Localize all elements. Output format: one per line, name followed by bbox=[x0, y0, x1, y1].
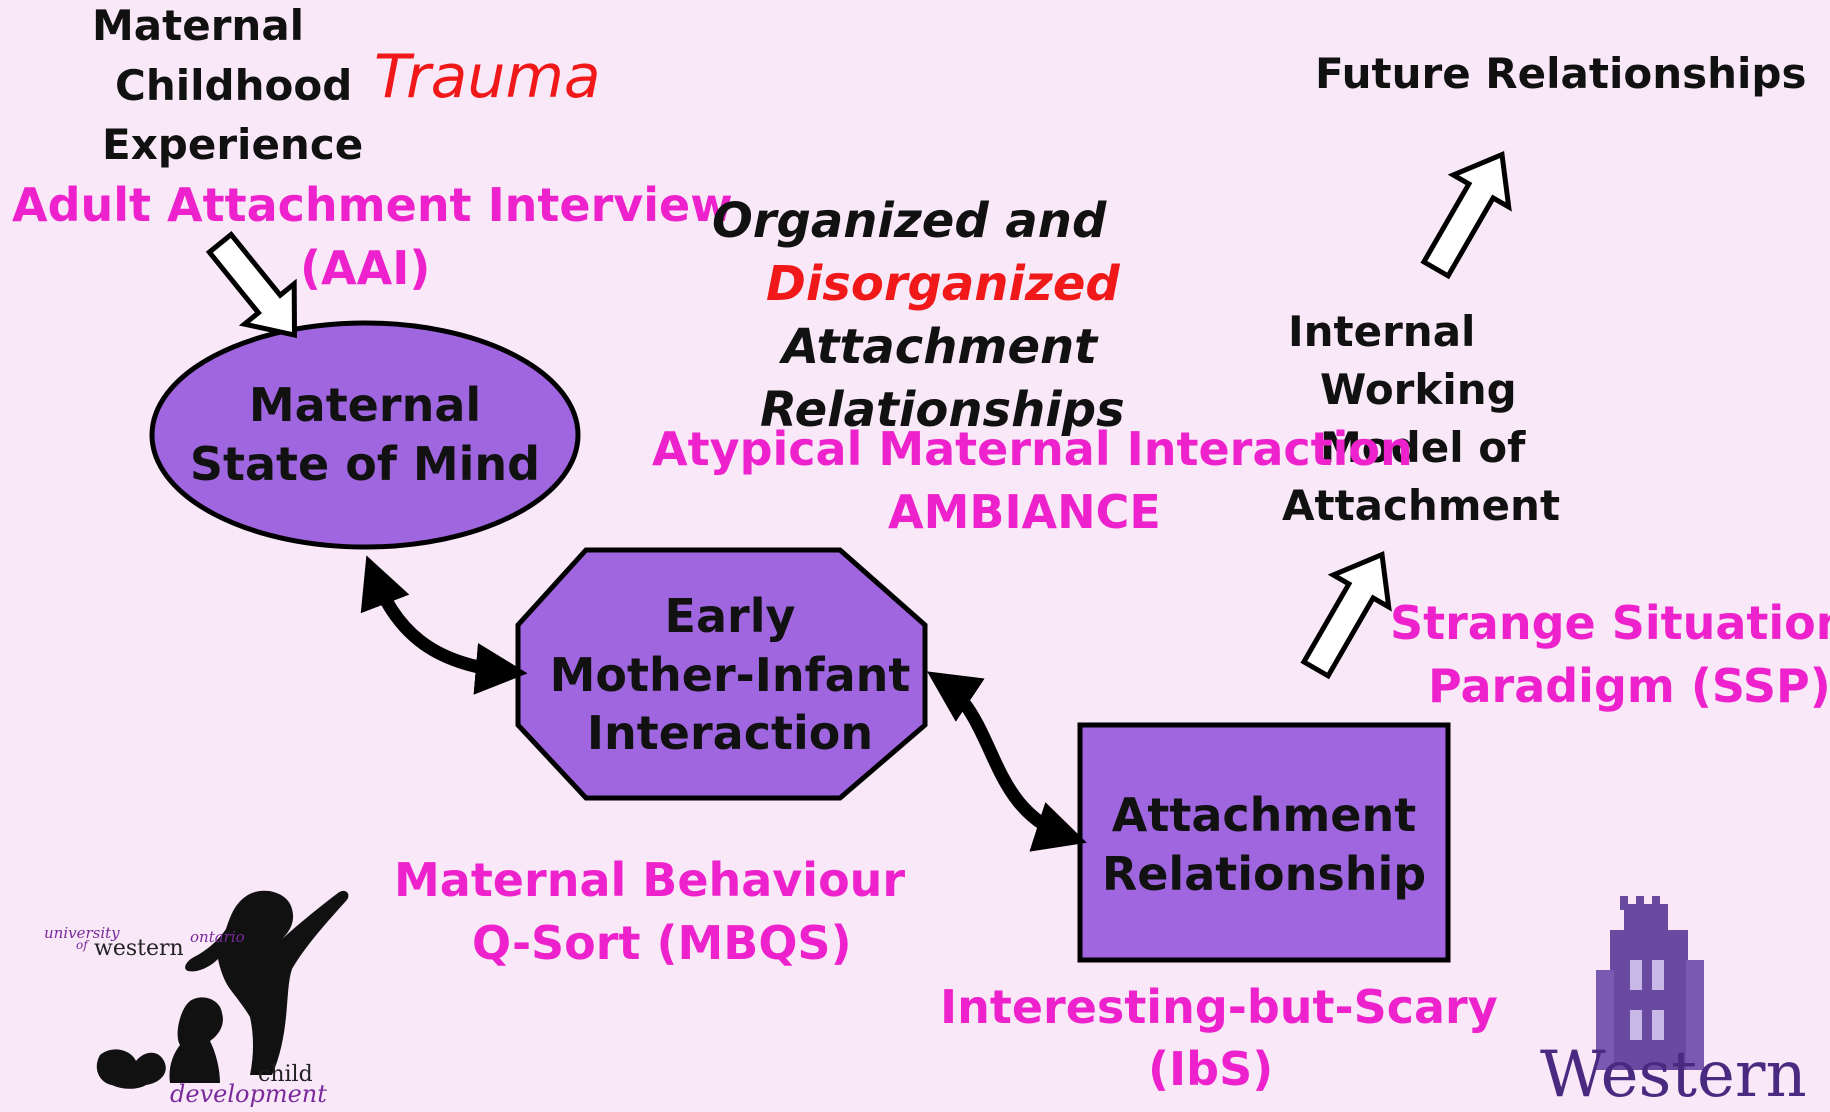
experience-arrow bbox=[205, 231, 298, 339]
ibs-line-2: (IbS) bbox=[1148, 1042, 1274, 1096]
ibs-line-1: Interesting-but-Scary bbox=[940, 980, 1498, 1034]
ambiance-line-1: Atypical Maternal Interaction bbox=[652, 422, 1413, 476]
uwo-ontario-text: ontario bbox=[190, 928, 245, 946]
mbqs-line-2: Q-Sort (MBQS) bbox=[472, 916, 852, 970]
iwm-line-4: Attachment bbox=[1282, 481, 1561, 530]
state-of-mind-label: Maternal State of Mind bbox=[155, 360, 575, 510]
mbqs-line-1: Maternal Behaviour bbox=[394, 853, 906, 907]
relationship-line-2: Relationship bbox=[1101, 847, 1427, 901]
iwm-line-1: Internal bbox=[1288, 307, 1476, 356]
relationship-label: Attachment Relationship bbox=[1082, 760, 1446, 930]
ssp-line-2: Paradigm (SSP) bbox=[1428, 659, 1830, 713]
child-silhouette-icon bbox=[96, 890, 349, 1089]
attachment-types-line-1: Organized and bbox=[712, 193, 1107, 249]
aai-line-1: Adult Attachment Interview bbox=[12, 178, 733, 232]
iwm-line-2: Working bbox=[1320, 365, 1517, 414]
uwo-university-text: university bbox=[44, 924, 120, 942]
interaction-line-1: Early bbox=[664, 588, 796, 643]
childhood-line-2: Childhood bbox=[115, 61, 353, 110]
ssp-line-1: Strange Situation bbox=[1390, 596, 1830, 650]
uwo-of-text: of bbox=[76, 938, 88, 952]
future-relationships-label: Future Relationships bbox=[1315, 49, 1807, 98]
relationship-model-arrow bbox=[1300, 551, 1392, 680]
ambiance-line-2: AMBIANCE bbox=[888, 485, 1161, 539]
mind-interaction-arrow bbox=[360, 555, 528, 695]
interaction-line-2: Mother-Infant bbox=[549, 647, 911, 702]
uwo-western-text: western bbox=[94, 936, 184, 961]
interaction-line-3: Interaction bbox=[586, 706, 874, 761]
western-logo: Western bbox=[1540, 890, 1807, 1111]
tower-icon bbox=[1596, 896, 1704, 1070]
relationship-node bbox=[1077, 722, 1451, 963]
state-of-mind-node bbox=[149, 320, 581, 550]
trauma-label: Trauma bbox=[374, 42, 601, 112]
uwo-child-development-logo: university of western ontario child deve… bbox=[40, 885, 370, 1107]
interaction-relationship-arrow bbox=[927, 671, 1087, 852]
childhood-line-1: Maternal bbox=[92, 1, 305, 50]
state-of-mind-line-1: Maternal bbox=[248, 378, 482, 433]
state-of-mind-line-2: State of Mind bbox=[189, 437, 541, 491]
aai-line-2: (AAI) bbox=[300, 241, 431, 295]
relationship-line-1: Attachment bbox=[1111, 788, 1417, 843]
attachment-types-line-2: Disorganized bbox=[766, 256, 1120, 312]
western-text: Western bbox=[1540, 1038, 1807, 1112]
model-future-arrow bbox=[1420, 151, 1512, 280]
cd-development-text: development bbox=[170, 1080, 327, 1108]
childhood-line-3: Experience bbox=[102, 120, 364, 169]
interaction-label: Early Mother-Infant Interaction bbox=[520, 575, 940, 775]
attachment-types-line-4: Relationships bbox=[760, 382, 1125, 438]
attachment-types-line-3: Attachment bbox=[782, 319, 1098, 375]
cd-child-text: child bbox=[258, 1062, 313, 1087]
iwm-line-3: Model of bbox=[1320, 423, 1526, 472]
